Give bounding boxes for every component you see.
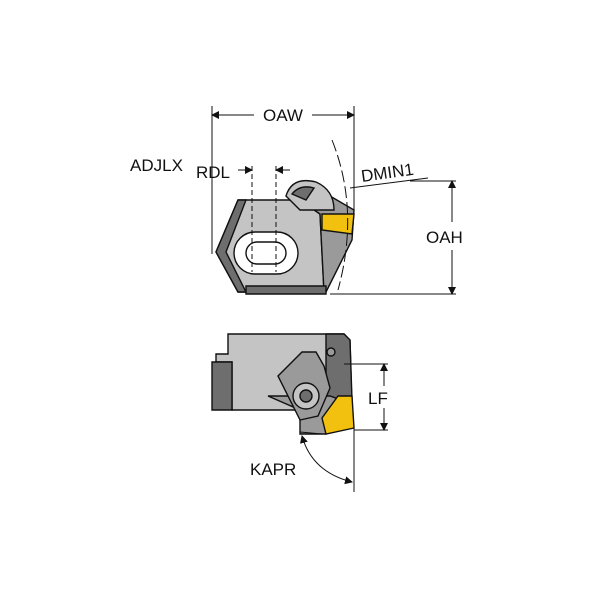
top-clamp-screw <box>285 179 335 211</box>
top-oblong-slot-inner <box>245 241 287 265</box>
top-view <box>215 166 355 295</box>
rdl-dimension: ADJLX RDL <box>130 156 290 182</box>
rdl-label: RDL <box>196 163 230 182</box>
top-insert <box>321 213 355 235</box>
oaw-label: OAW <box>263 106 303 125</box>
top-body-bottom-lip <box>245 285 327 295</box>
kapr-edge-line <box>299 431 323 435</box>
top-clamp-screw-shadow <box>290 186 316 201</box>
top-body-rear-face <box>215 199 248 293</box>
dmin1-arc <box>331 139 349 291</box>
adjlx-label: ADJLX <box>130 156 183 175</box>
lf-dimension: LF <box>344 363 388 431</box>
front-body-step <box>211 361 233 411</box>
front-clamp-screw-socket <box>299 389 313 403</box>
dmin1-leader <box>349 177 429 189</box>
kapr-label: KAPR <box>250 460 296 479</box>
front-view <box>211 333 355 435</box>
dmin1-label: DMIN1 <box>360 160 415 186</box>
lf-label: LF <box>368 389 388 408</box>
front-insert <box>321 395 355 435</box>
kapr-arc <box>300 435 353 485</box>
front-small-hole <box>326 347 336 357</box>
oah-label: OAH <box>426 228 463 247</box>
kapr-dimension: KAPR <box>250 428 355 492</box>
oaw-dimension: OAW <box>211 106 355 254</box>
oah-dimension: OAH <box>330 180 463 295</box>
